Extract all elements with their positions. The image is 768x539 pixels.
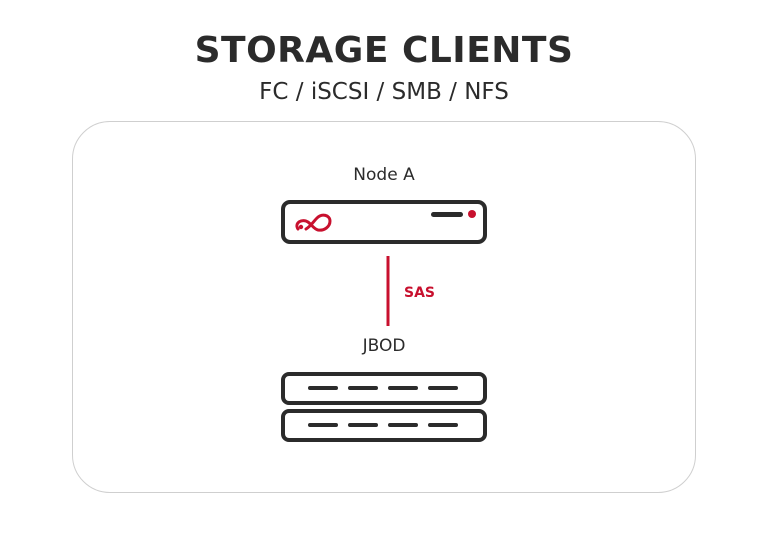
jbod-label: JBOD (362, 336, 406, 356)
drive-bay-slot (431, 212, 463, 217)
status-led (468, 210, 476, 218)
server-icon (281, 200, 487, 244)
page-title: STORAGE CLIENTS (194, 30, 574, 71)
sas-link-label: SAS (404, 285, 436, 301)
disk-enclosure-icon (281, 372, 487, 442)
infinity-logo-icon (295, 213, 332, 232)
node-a-label: Node A (353, 165, 415, 185)
page-subtitle: FC / iSCSI / SMB / NFS (259, 79, 509, 105)
